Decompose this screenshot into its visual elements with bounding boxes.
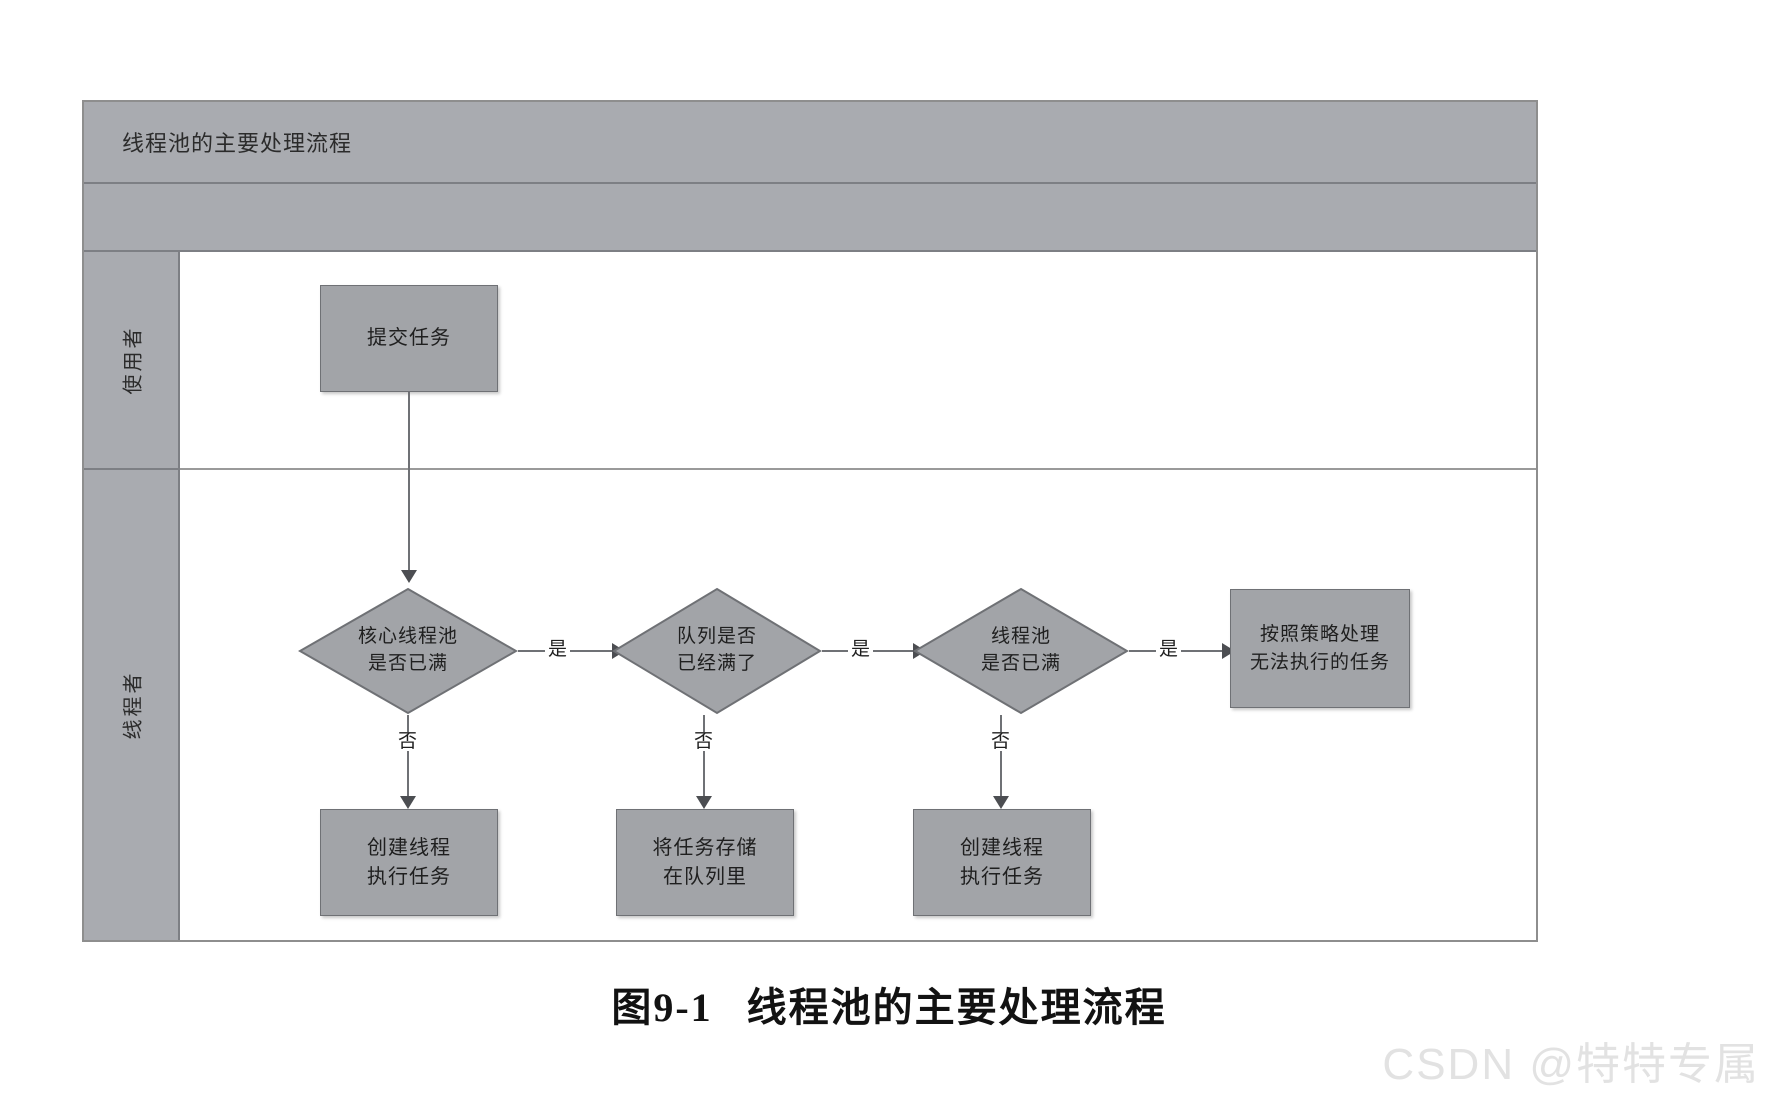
node-queue-full[interactable]: 队列是否 已经满了 [612, 587, 822, 715]
connector-into-core-decision [408, 470, 410, 574]
node-submit-task[interactable]: 提交任务 [320, 285, 498, 392]
node-reject-policy-label: 按照策略处理 无法执行的任务 [1249, 623, 1390, 673]
arrowhead-core-no [400, 796, 416, 809]
node-reject-policy[interactable]: 按照策略处理 无法执行的任务 [1230, 589, 1410, 708]
edge-label-no-1: 否 [395, 732, 421, 751]
edge-label-yes-3: 是 [1156, 640, 1182, 659]
diagram-title-band: 线程池的主要处理流程 [84, 102, 1536, 184]
lane-header-user: 使用者 [84, 252, 180, 470]
swimlane-diagram: 线程池的主要处理流程 使用者 线程者 提交任务 核心线程池 是否已满 [82, 100, 1538, 942]
arrowhead-into-core-decision [401, 570, 417, 583]
edge-label-no-2: 否 [691, 732, 717, 751]
connector-pool-no [1000, 715, 1002, 805]
edge-label-no-3: 否 [988, 732, 1014, 751]
lane-body-user: 提交任务 [180, 252, 1536, 470]
figure-caption-title: 线程池的主要处理流程 [746, 985, 1167, 1030]
diagram-title: 线程池的主要处理流程 [122, 131, 353, 156]
node-pool-full[interactable]: 线程池 是否已满 [913, 587, 1129, 715]
node-store-in-queue[interactable]: 将任务存储 在队列里 [616, 809, 794, 916]
figure-caption: 图9-1 线程池的主要处理流程 [0, 975, 1778, 1033]
node-core-pool-full-label: 核心线程池 是否已满 [357, 626, 458, 674]
node-pool-full-label: 线程池 是否已满 [980, 626, 1061, 674]
lane-header-thread: 线程者 [84, 470, 180, 940]
arrowhead-queue-no [696, 796, 712, 809]
connector-submit-to-core [408, 392, 410, 470]
diamond-shape-icon [913, 587, 1129, 715]
node-submit-task-label: 提交任务 [367, 327, 451, 349]
node-store-in-queue-label: 将任务存储 在队列里 [652, 836, 758, 888]
node-create-thread-b-label: 创建线程 执行任务 [960, 836, 1044, 888]
lane-label-thread: 线程者 [122, 670, 145, 740]
connector-queue-no [703, 715, 705, 805]
node-create-thread-a-label: 创建线程 执行任务 [367, 836, 451, 888]
edge-label-yes-1: 是 [545, 640, 571, 659]
node-create-thread-a[interactable]: 创建线程 执行任务 [320, 809, 498, 916]
lane-body-thread: 核心线程池 是否已满 是 否 队列是否 已经满了 是 否 [180, 470, 1536, 940]
node-core-pool-full[interactable]: 核心线程池 是否已满 [298, 587, 518, 715]
node-queue-full-label: 队列是否 已经满了 [676, 626, 757, 674]
csdn-watermark: CSDN @特特专属 [1382, 1040, 1760, 1089]
arrowhead-pool-no [993, 796, 1009, 809]
diagram-subtitle-band [84, 184, 1536, 252]
edge-label-yes-2: 是 [848, 640, 874, 659]
lane-label-user: 使用者 [122, 325, 145, 395]
figure-caption-number: 图9-1 [611, 985, 713, 1030]
diamond-shape-icon [298, 587, 518, 715]
connector-core-no [407, 715, 409, 805]
diamond-shape-icon [612, 587, 822, 715]
node-create-thread-b[interactable]: 创建线程 执行任务 [913, 809, 1091, 916]
